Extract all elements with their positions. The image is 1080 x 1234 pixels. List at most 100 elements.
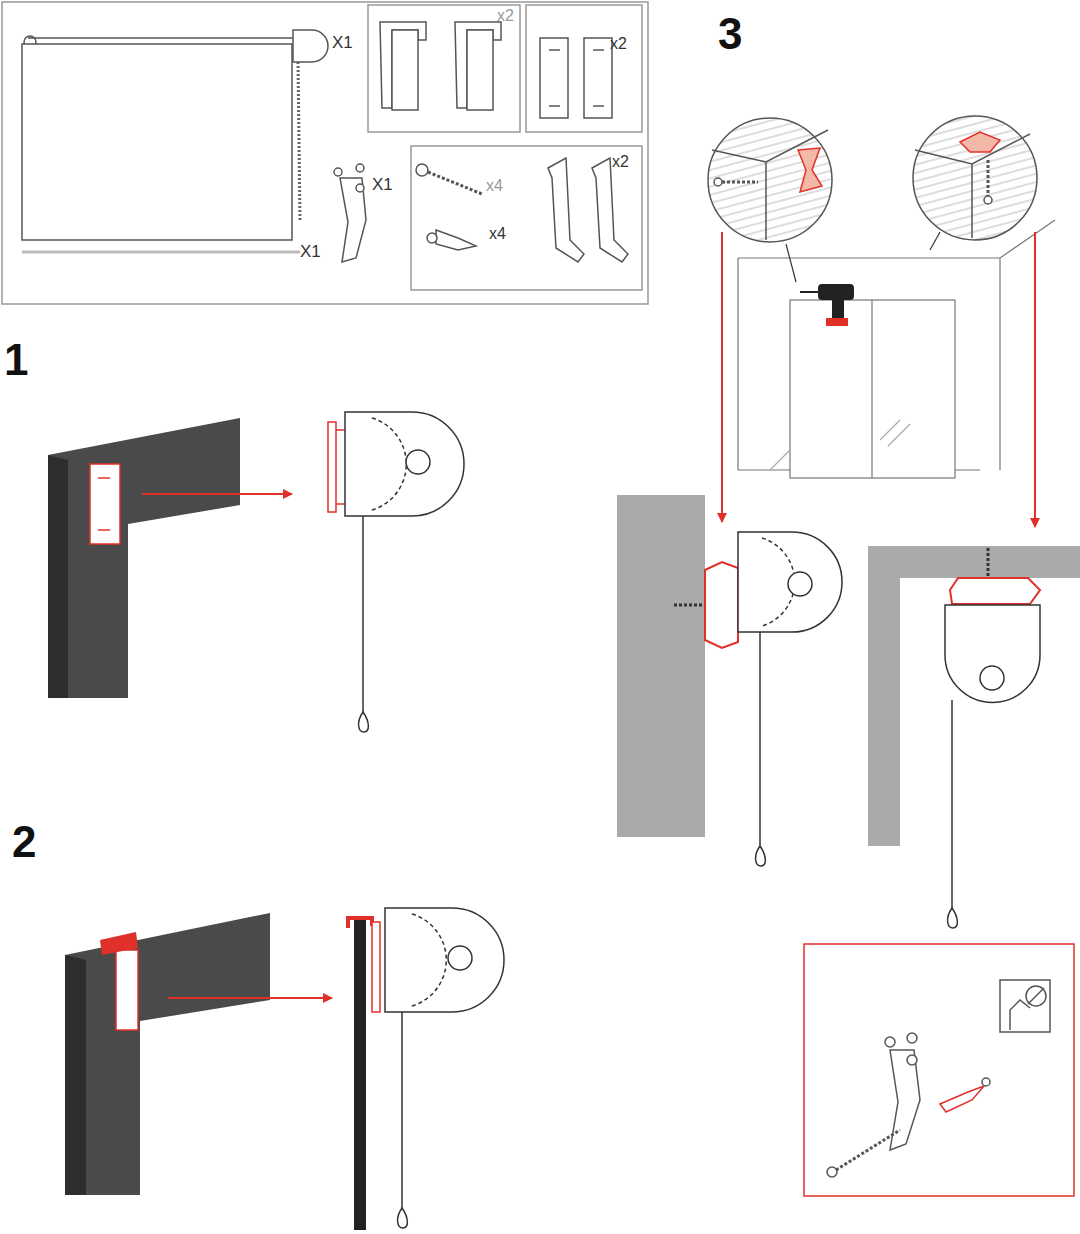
drill: [826, 318, 848, 326]
drill: [800, 284, 854, 326]
hook-brackets: [467, 30, 493, 110]
quantity-label: x2: [497, 8, 514, 24]
ceiling-mounted-blind: [948, 908, 958, 928]
roller-blind: [298, 62, 300, 220]
quantity-label: x2: [610, 36, 627, 52]
roller-blind: [22, 251, 300, 254]
angle-brackets: [592, 158, 628, 262]
window-frame: [48, 418, 240, 698]
window-frame: [48, 418, 240, 698]
ceiling: [868, 546, 1080, 846]
chain-guide-fixing: [836, 1130, 900, 1170]
blind-end-cap: [401, 1012, 403, 1212]
chain-guide-fixing: [907, 1033, 917, 1043]
room-window: [790, 300, 955, 478]
arrow: [168, 997, 332, 999]
blind-end-cap: [362, 516, 364, 714]
clip-plates: [593, 105, 604, 107]
detail-circle: [722, 181, 758, 184]
ceiling-mounted-blind: [980, 666, 1004, 690]
quantity-label: x4: [486, 178, 503, 194]
wall-mounted-blind: [674, 532, 842, 866]
blind-end-cap: [359, 712, 369, 732]
window-frame: [48, 455, 68, 698]
detail-circle: [913, 116, 1037, 240]
detail-circle: [960, 132, 1000, 152]
wall-mounted-blind: [705, 562, 738, 648]
chain-guide-fixing: [940, 1086, 984, 1112]
blind-end-cap: [448, 946, 472, 970]
room-window: [770, 420, 910, 470]
hook-top: [348, 918, 372, 928]
window-frame: [65, 955, 86, 1195]
chain-guide-fixing: [1028, 988, 1044, 1004]
hook-bracket: [100, 932, 138, 1030]
drill: [818, 284, 854, 300]
window-frame: [65, 913, 270, 1195]
ceiling-mounted-blind: [945, 548, 1040, 928]
chain-guide-fixing: [827, 1167, 837, 1177]
chain-guide-fixing: [885, 1037, 895, 1047]
hook-bracket: [100, 932, 138, 955]
clip-plates: [549, 49, 560, 51]
parts-panel: [411, 146, 642, 290]
blind-end-cap: [372, 922, 380, 1012]
ceiling-mounted-blind: [945, 605, 1040, 703]
chain-guide: [334, 168, 342, 176]
parts-panel: [2, 2, 648, 304]
drill: [832, 298, 844, 320]
ceiling-mounted-blind: [951, 700, 953, 912]
chain-guide: [334, 164, 366, 262]
room-window: [930, 232, 940, 250]
blind-end-cap: [406, 450, 430, 474]
roller-blind: [293, 30, 328, 62]
chain-guide-fixing: [890, 1050, 920, 1150]
clip-plates: [584, 38, 612, 118]
detail-circle: [708, 118, 832, 242]
quantity-label: x2: [612, 154, 629, 170]
room-window: [786, 244, 796, 282]
parts-panel: [368, 5, 520, 132]
wall-mounted-blind: [759, 632, 761, 850]
parts-panel: [526, 5, 642, 132]
clip-plate: [98, 477, 110, 479]
quantity-label: x4: [489, 226, 506, 242]
chain-guide-fixing: [982, 1078, 990, 1086]
wall: [617, 495, 705, 837]
quantity-label: X1: [300, 243, 321, 260]
roller-blind: [28, 37, 300, 39]
blind-end-cap: [372, 418, 406, 510]
chain-guide-fixing: [907, 1055, 917, 1065]
detail-circle: [714, 178, 722, 186]
detail-circle: [708, 116, 1037, 242]
screw-and-anchor: [428, 172, 482, 194]
blind-end-cap: [328, 422, 336, 512]
hook-brackets: [392, 30, 418, 110]
detail-circle: [984, 196, 992, 204]
chain-guide: [356, 164, 364, 172]
clip-plates: [540, 38, 568, 118]
wall-mounted-blind: [738, 532, 842, 632]
screw-and-anchor: [416, 164, 482, 250]
arrow: [1034, 232, 1036, 527]
chain-guide: [340, 178, 366, 262]
chain-guide-fixing: [1026, 986, 1046, 1006]
screw-and-anchor: [416, 164, 428, 176]
angle-brackets: [548, 158, 584, 262]
detail-circle: [798, 148, 822, 192]
clip-plates: [593, 49, 604, 51]
clip-plate: [90, 464, 120, 544]
blind-end-cap: [372, 908, 504, 1228]
clip-plate: [98, 529, 110, 531]
step-number: 3: [718, 12, 742, 56]
blind-end-cap: [345, 412, 464, 516]
roller-blind: [22, 30, 328, 252]
screw-and-anchor: [436, 230, 476, 250]
detail-circle: [987, 160, 990, 196]
frame-section: [354, 920, 366, 1230]
hook-bracket: [116, 950, 138, 1030]
chain-guide-fixing: [827, 980, 1050, 1177]
quantity-label: X1: [332, 34, 353, 51]
